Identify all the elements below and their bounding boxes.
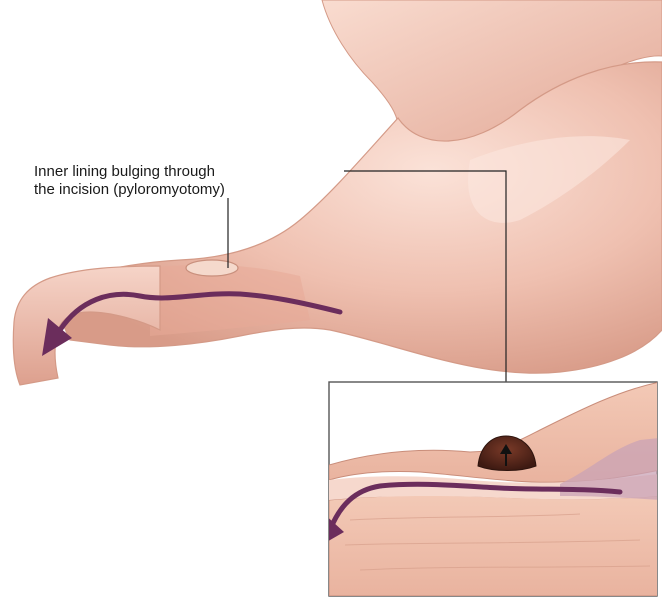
incision-bulge bbox=[186, 260, 238, 276]
stomach-body-shape bbox=[58, 62, 662, 373]
callout-line-1: Inner lining bulging through bbox=[34, 163, 215, 180]
inset-cross-section bbox=[316, 382, 660, 596]
inset-lower-wall bbox=[329, 495, 660, 596]
callout-line-2: the incision (pyloromyotomy) bbox=[34, 181, 225, 198]
